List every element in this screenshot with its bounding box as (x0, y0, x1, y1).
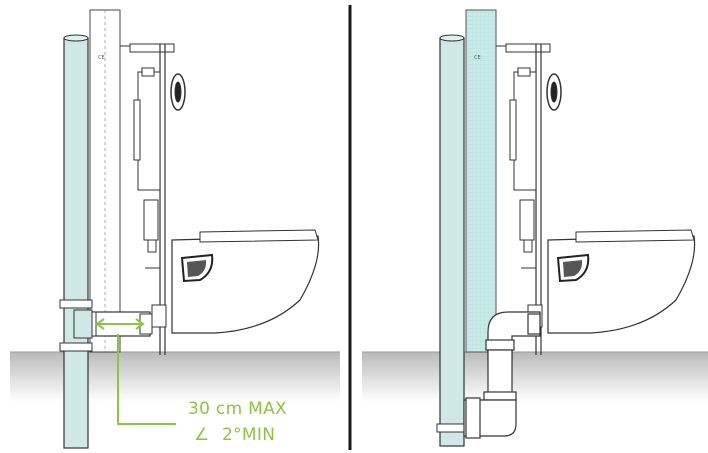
installation-frame-left: CE (98, 43, 186, 355)
wall-shaft-left (89, 9, 121, 353)
svg-text:CE: CE (474, 55, 481, 61)
right-panel: CE (362, 9, 708, 447)
wall-shaft-right (465, 9, 497, 353)
floor-right (362, 352, 708, 402)
left-panel: CE (10, 9, 340, 449)
svg-text:CE: CE (98, 55, 105, 61)
max-length-label: 30 cm MAX (188, 399, 287, 419)
min-slope-label: 2°MIN (222, 425, 275, 445)
vertical-drain-pipe-left (59, 34, 93, 449)
length-measure-arrow (95, 318, 176, 425)
toilet-right (547, 229, 696, 334)
vertical-drain-pipe-right (436, 34, 468, 447)
slope-symbol: ∠ (194, 425, 210, 445)
floor-left (10, 352, 340, 402)
toilet-left (171, 229, 320, 334)
vertical-outlet-elbow (463, 311, 541, 439)
